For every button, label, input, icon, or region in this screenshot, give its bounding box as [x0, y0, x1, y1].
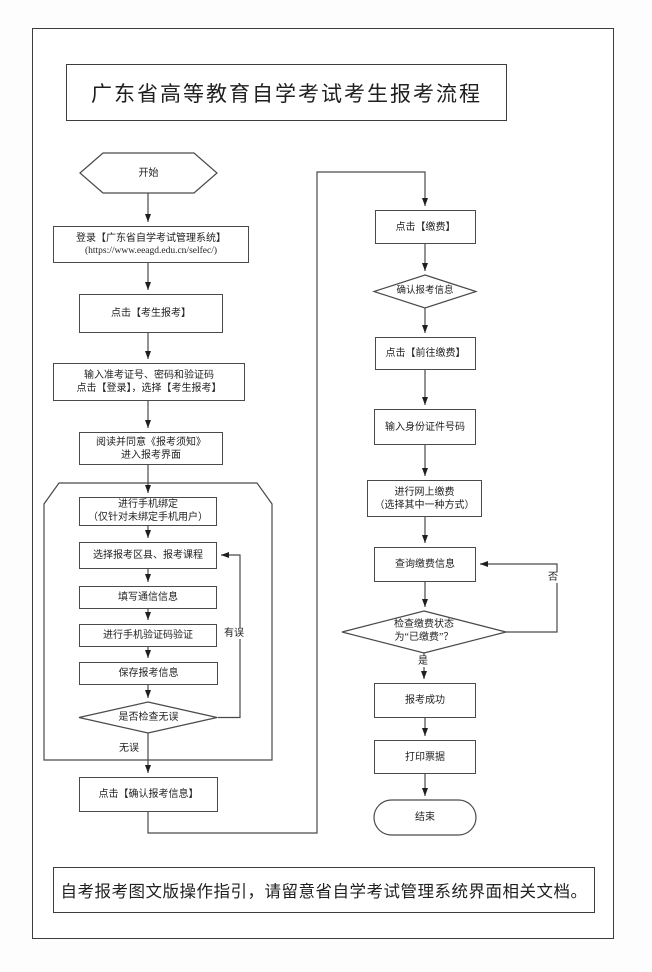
loop-container-shape: [43, 482, 273, 761]
node-input-id: 输入身份证件号码: [374, 409, 476, 445]
node-read-line2: 进入报考界面: [121, 449, 181, 461]
pay-status-label: 检查缴费状态 为“已缴费”？: [342, 608, 506, 654]
node-read-line1: 阅读并同意《报考须知》: [96, 436, 206, 448]
edge-confirm-pay: [147, 171, 428, 834]
node-click-register-label: 点击【考生报考】: [111, 308, 191, 319]
node-save-info: 保存报考信息: [79, 662, 218, 685]
edge-label-yes: 是: [417, 656, 429, 667]
node-success: 报考成功: [374, 683, 476, 718]
node-login: 登录【广东省自学考试管理系统】 (https://www.eeagd.edu.c…: [53, 226, 249, 263]
start-hexagon: [79, 152, 218, 194]
node-input-line1: 输入准考证号、密码和验证码: [84, 370, 214, 381]
node-login-line2: (https://www.eeagd.edu.cn/selfec/): [84, 245, 218, 256]
node-online-pay-line2: （选择其中一种方式）: [374, 499, 475, 511]
node-input-line2: 点击【登录】，选择【考生报考】: [76, 383, 222, 394]
end-terminal-shape: [373, 799, 477, 836]
node-confirm-button: 点击【确认报考信息】: [79, 777, 218, 812]
edge-no-loop: [480, 561, 558, 633]
node-print-receipt-label: 打印票据: [405, 751, 445, 763]
node-verify-code-label: 进行手机验证码验证: [103, 630, 193, 641]
node-input-id-label: 输入身份证件号码: [385, 421, 465, 433]
node-goto-pay: 点击【前往缴费】: [375, 337, 476, 370]
page-title: 广东省高等教育自学考试考生报考流程: [66, 64, 507, 121]
node-fill-contact: 填写通信信息: [79, 586, 217, 609]
node-success-label: 报考成功: [405, 695, 445, 706]
node-bind-line2: （仅针对未绑定手机用户）: [88, 511, 208, 523]
node-pay-label: 点击【缴费】: [395, 221, 456, 233]
node-online-pay-line1: 进行网上缴费: [394, 486, 455, 498]
node-save-info-label: 保存报考信息: [118, 668, 179, 679]
edge-label-error: 有误: [223, 628, 245, 639]
node-print-receipt: 打印票据: [374, 740, 476, 774]
node-query-pay: 查询缴费信息: [374, 547, 476, 582]
footer-note: 自考报考图文版操作指引，请留意省自学考试管理系统界面相关文档。: [53, 867, 595, 913]
edge-label-ok: 无误: [118, 743, 140, 754]
node-goto-pay-label: 点击【前往缴费】: [385, 348, 466, 359]
node-read-notice: 阅读并同意《报考须知》 进入报考界面: [79, 432, 223, 465]
node-bind-line1: 进行手机绑定: [118, 499, 178, 510]
node-input-credentials: 输入准考证号、密码和验证码 点击【登录】，选择【考生报考】: [53, 363, 245, 401]
node-login-line1: 登录【广东省自学考试管理系统】: [76, 232, 226, 244]
start-label: 开始: [138, 167, 159, 179]
end-label: 结束: [415, 812, 435, 823]
edge-label-no: 否: [547, 572, 559, 583]
node-fill-contact-label: 填写通信信息: [118, 592, 178, 603]
node-bind-phone: 进行手机绑定 （仅针对未绑定手机用户）: [79, 497, 217, 526]
check-correct-label: 是否检查无误: [118, 712, 179, 723]
pay-status-line1: 检查缴费状态: [394, 619, 454, 630]
node-select-course: 选择报考区县、报考课程: [79, 542, 217, 569]
node-select-course-label: 选择报考区县、报考课程: [93, 550, 203, 561]
node-confirm-button-label: 点击【确认报考信息】: [98, 789, 199, 800]
node-click-register: 点击【考生报考】: [79, 294, 223, 333]
pay-status-line2: 为“已缴费”？: [394, 632, 454, 643]
node-pay: 点击【缴费】: [375, 210, 476, 244]
node-online-pay: 进行网上缴费 （选择其中一种方式）: [367, 480, 482, 517]
confirm-info-label: 确认报考信息: [396, 286, 454, 296]
node-query-pay-label: 查询缴费信息: [395, 559, 455, 570]
node-verify-code: 进行手机验证码验证: [79, 624, 217, 647]
